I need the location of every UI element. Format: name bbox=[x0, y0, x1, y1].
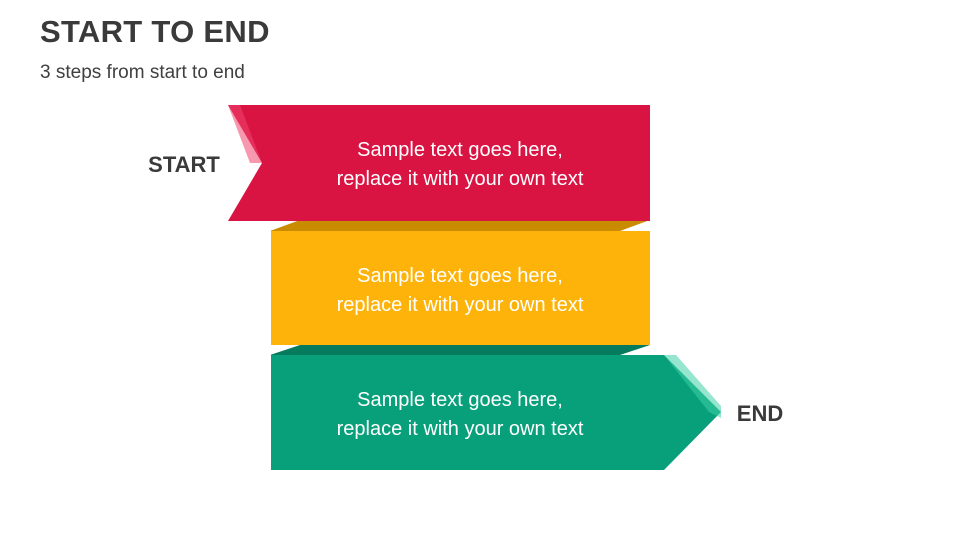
step-1-text-line2: replace it with your own text bbox=[337, 168, 584, 190]
step-1-text-line1: Sample text goes here, bbox=[357, 139, 563, 161]
step-3-ribbon bbox=[271, 355, 721, 470]
start-label: START bbox=[148, 152, 220, 177]
step-1: Sample text goes here, replace it with y… bbox=[228, 105, 650, 221]
end-label: END bbox=[737, 401, 783, 426]
step-3-arrow-bevel bbox=[664, 355, 721, 418]
step-1-notch-bevel bbox=[228, 105, 262, 163]
slide-subtitle: 3 steps from start to end bbox=[40, 62, 245, 83]
slide-title: START TO END bbox=[40, 14, 270, 49]
step-3-text-line1: Sample text goes here, bbox=[357, 389, 563, 411]
step-3: Sample text goes here, replace it with y… bbox=[271, 355, 721, 470]
step-2-text-line2: replace it with your own text bbox=[337, 294, 584, 316]
step-2-ribbon bbox=[271, 231, 650, 345]
fold-1-2 bbox=[270, 220, 650, 231]
step-2: Sample text goes here, replace it with y… bbox=[271, 231, 650, 345]
fold-2-3 bbox=[270, 345, 650, 355]
step-3-text-line2: replace it with your own text bbox=[337, 418, 584, 440]
step-2-text-line1: Sample text goes here, bbox=[357, 265, 563, 287]
step-1-ribbon bbox=[228, 105, 650, 221]
